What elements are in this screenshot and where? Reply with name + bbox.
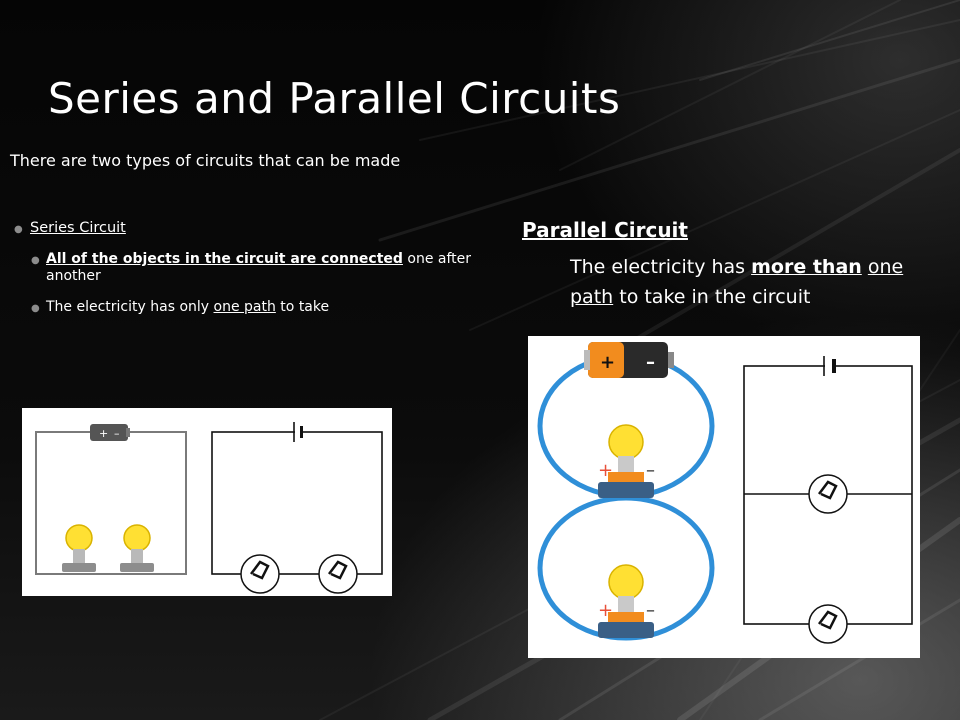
series-bullet-list: ● Series Circuit ● All of the objects in…	[12, 220, 502, 330]
series-wire-loop	[35, 431, 187, 575]
parallel-battery-plus: +	[600, 352, 615, 373]
parallel-description: The electricity has more than one path t…	[570, 252, 910, 312]
parallel-schematic-bulb-2-icon	[808, 604, 848, 644]
series-battery-plus: +	[99, 427, 108, 440]
parallel-bottom-minus: –	[646, 600, 655, 621]
series-battery-icon	[90, 424, 128, 441]
parallel-bulb-top-icon	[598, 424, 654, 498]
series-point-connected: ● All of the objects in the circuit are …	[12, 251, 502, 285]
parallel-top-plus: +	[598, 460, 613, 481]
parallel-circuit-diagram: + – + – + –	[537, 342, 913, 644]
bullet-dot-icon: ●	[31, 255, 40, 266]
slide-subtitle: There are two types of circuits that can…	[10, 151, 401, 170]
parallel-text-after: to take in the circuit	[613, 286, 811, 308]
bullet-dot-icon: ●	[14, 224, 23, 235]
parallel-bottom-plus: +	[598, 600, 613, 621]
parallel-heading: Parallel Circuit	[522, 218, 688, 242]
series-schematic-bulb-1-icon	[240, 554, 280, 594]
parallel-schematic-bulb-1-icon	[808, 474, 848, 514]
series-point2-underlined: one path	[213, 299, 276, 315]
series-battery-minus: –	[114, 427, 120, 440]
slide-title: Series and Parallel Circuits	[48, 74, 621, 123]
parallel-top-minus: –	[646, 460, 655, 481]
series-point2-before: The electricity has only	[46, 299, 214, 315]
series-bulb-1-icon	[62, 524, 96, 572]
parallel-text-underlined-1: more than	[751, 256, 862, 278]
parallel-circuit-image: + – + – + –	[528, 336, 920, 658]
series-schematic-wire	[211, 431, 383, 575]
bullet-dot-icon: ●	[31, 303, 40, 314]
series-bulb-2-icon	[120, 524, 154, 572]
series-heading-item: ● Series Circuit	[12, 220, 502, 237]
series-heading: Series Circuit	[30, 220, 126, 236]
series-circuit-diagram: + –	[35, 422, 383, 594]
parallel-text-underlined-2: one path	[570, 256, 904, 308]
parallel-battery-icon	[584, 342, 674, 378]
parallel-text-before: The electricity has	[570, 256, 752, 278]
series-point2-after: to take	[275, 299, 330, 315]
parallel-bulb-bottom-icon	[598, 564, 654, 638]
series-circuit-image: + –	[22, 408, 392, 596]
series-schematic-bulb-2-icon	[318, 554, 358, 594]
series-point1-underlined: All of the objects in the circuit are co…	[46, 251, 403, 267]
series-point1-rest: one after another	[46, 251, 472, 284]
parallel-battery-minus: –	[646, 352, 655, 373]
series-point-one-path: ● The electricity has only one path to t…	[12, 299, 502, 316]
